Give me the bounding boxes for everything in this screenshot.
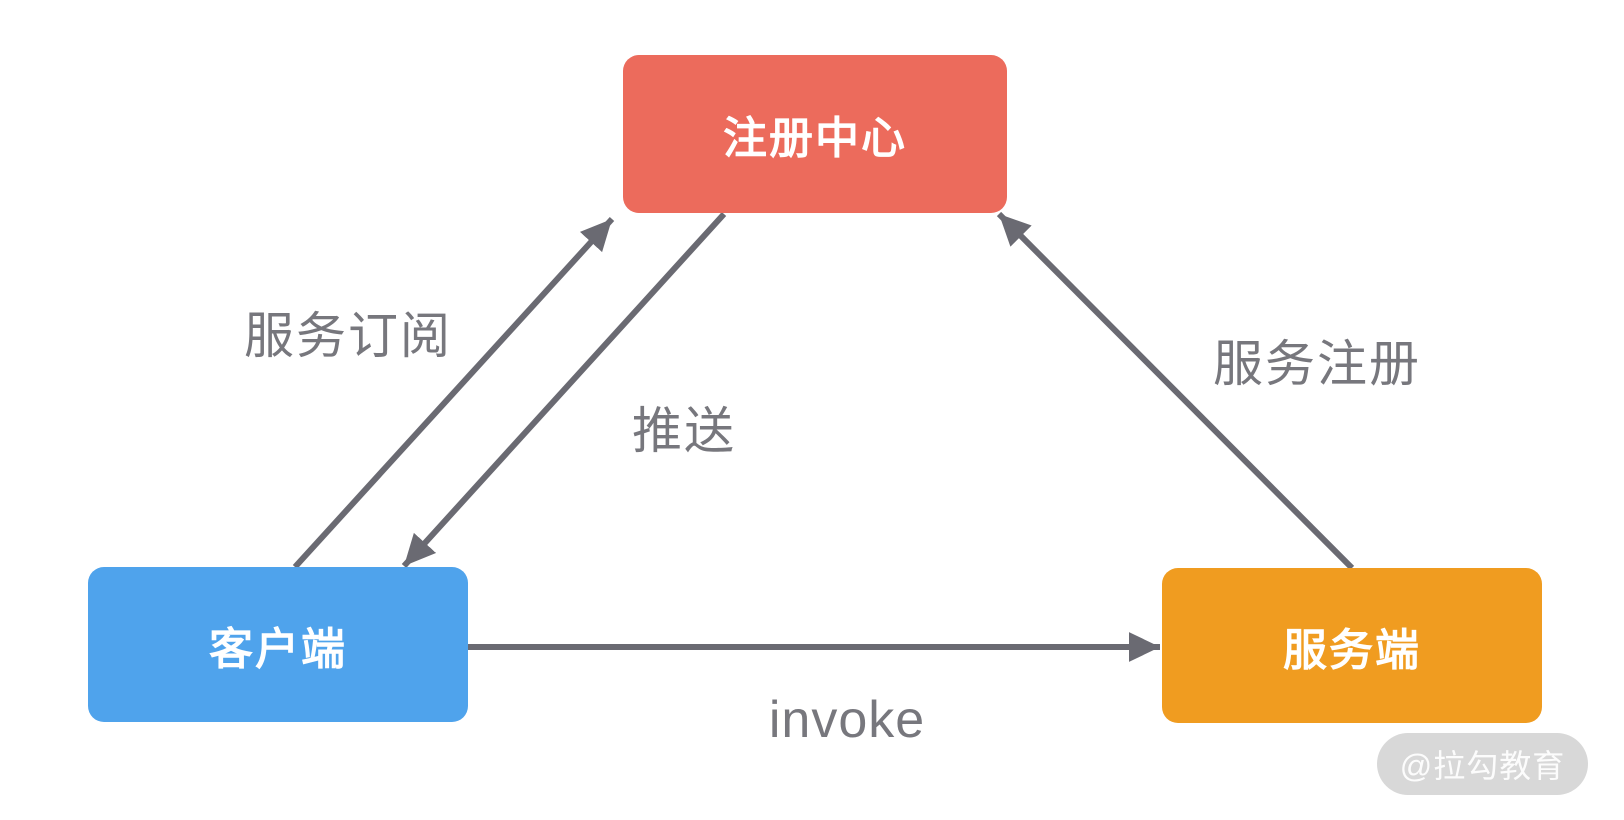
node-client-label: 客户端 <box>209 624 347 674</box>
edge-label-push: 推送 <box>632 403 736 459</box>
edge-push-arrow <box>401 211 727 569</box>
edge-label-register: 服务注册 <box>1213 336 1421 392</box>
edge-label-invoke: invoke <box>768 691 926 749</box>
node-server: 服务端 <box>1162 568 1542 723</box>
node-server-label: 服务端 <box>1283 625 1421 675</box>
node-registry: 注册中心 <box>623 55 1007 213</box>
edge-subscribe-arrow <box>292 216 615 570</box>
node-registry-label: 注册中心 <box>723 114 907 163</box>
edge-label-subscribe: 服务订阅 <box>244 308 452 364</box>
node-client: 客户端 <box>88 567 468 722</box>
watermark-badge: @拉勾教育 <box>1377 733 1588 795</box>
watermark-text: @拉勾教育 <box>1399 748 1566 784</box>
edge-register-arrow <box>996 211 1355 571</box>
